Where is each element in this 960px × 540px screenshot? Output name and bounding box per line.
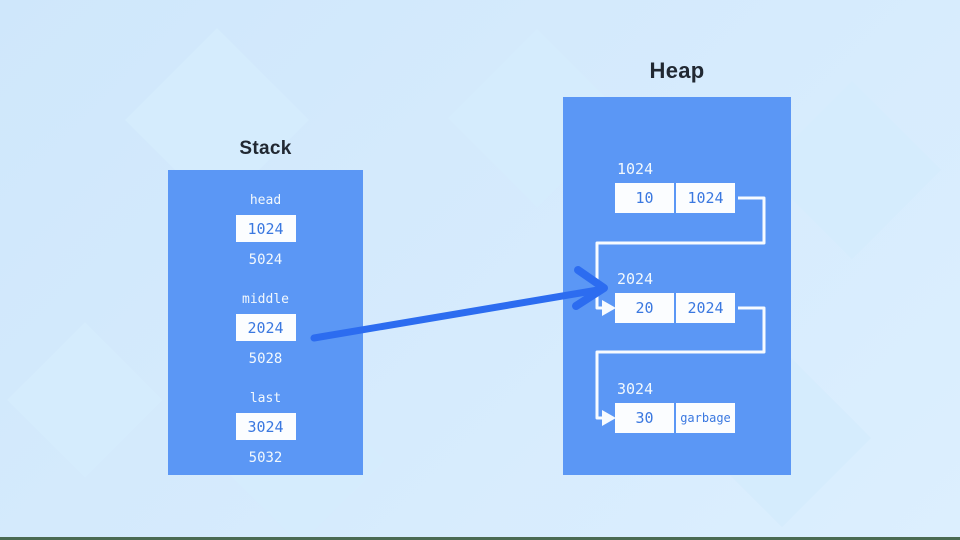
stack-value-text: 2024 [247,318,284,337]
heap-node-value-cell: 30 [615,403,674,433]
node-address-label: 2024 [617,270,654,288]
stack-title: Stack [239,138,292,159]
node-cells: 20 2024 [615,293,737,323]
heap-title: Heap [649,58,705,83]
heap-node-next-cell: 2024 [676,293,735,323]
node-value-text: 30 [635,409,654,427]
stack-value-text: 1024 [247,219,284,238]
node-next-text: 2024 [687,299,724,317]
node-cells: 10 1024 [615,183,737,213]
variable-name: middle [242,292,289,307]
heap-node-1024: 1024 10 1024 [615,160,737,213]
variable-address: 5032 [248,450,283,466]
heap-node-value-cell: 20 [615,293,674,323]
stack-entry-middle: middle 2024 5028 [168,291,363,367]
heap-node-2024: 2024 20 2024 [615,270,737,323]
heap-node-next-cell: garbage [676,403,735,433]
bottom-edge-strip [0,537,960,540]
stack-entry-last: last 3024 5032 [168,390,363,466]
stack-entry-head: head 1024 5024 [168,192,363,268]
heap-node-3024: 3024 30 garbage [615,380,737,433]
stack-value-box: 3024 [235,413,296,440]
variable-address: 5024 [248,252,283,268]
node-address-label: 1024 [617,160,654,178]
variable-name: last [249,391,282,406]
node-next-text: garbage [680,411,731,425]
heap-node-value-cell: 10 [615,183,674,213]
heap-node-next-cell: 1024 [676,183,735,213]
node-value-text: 10 [635,189,654,207]
stack-value-box: 1024 [235,215,296,242]
node-next-text: 1024 [687,189,724,207]
backdrop-diamond [7,322,163,478]
variable-name: head [249,193,282,208]
node-cells: 30 garbage [615,403,737,433]
node-address-label: 3024 [617,380,654,398]
stack-value-text: 3024 [247,417,284,436]
stack-value-box: 2024 [235,314,296,341]
variable-address: 5028 [248,351,283,367]
node-value-text: 20 [635,299,654,317]
